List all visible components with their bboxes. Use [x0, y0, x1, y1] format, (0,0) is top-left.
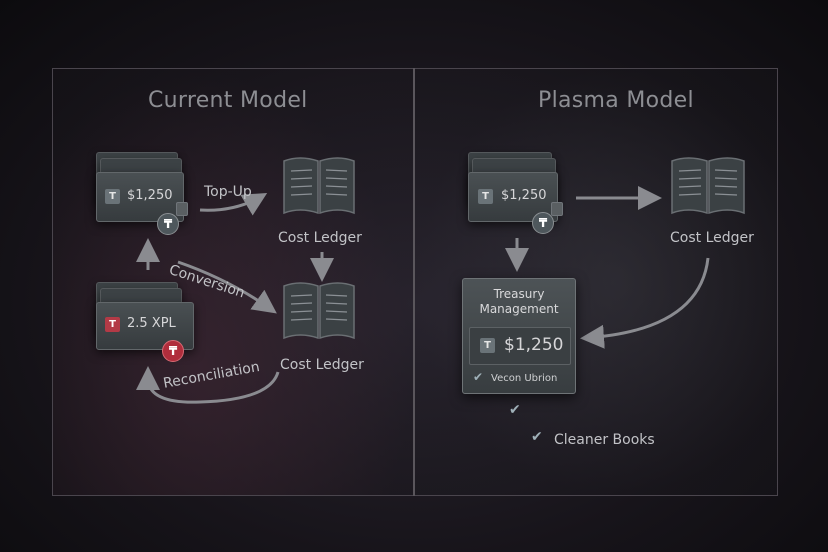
treasury-title-line2: Management — [463, 302, 575, 317]
cost-ledger-label-bottom: Cost Ledger — [280, 357, 364, 373]
topup-label: Top-Up — [204, 184, 252, 200]
cleaner-books-label: Cleaner Books — [554, 432, 655, 448]
check-icon: ✔ — [531, 429, 543, 445]
check-icon: ✔ — [473, 370, 483, 384]
treasury-footer-text: Vecon Ubrion — [491, 373, 557, 384]
treasury-management-box: Treasury Management T $1,250 ✔ Vecon Ubr… — [462, 278, 576, 394]
xpl-token-badge: T — [105, 317, 120, 332]
treasury-amount: $1,250 — [504, 335, 563, 355]
plasma-card-tab — [551, 202, 563, 216]
plasma-cost-ledger-book-icon — [668, 155, 748, 217]
plasma-token-badge: T — [478, 189, 493, 204]
cost-ledger-book-icon — [280, 155, 358, 217]
token-coin-icon: ₸ — [157, 213, 179, 235]
treasury-title-line1: Treasury — [463, 287, 575, 302]
balance-amount: $1,250 — [127, 188, 173, 203]
plasma-cost-ledger-label: Cost Ledger — [670, 230, 754, 246]
check-icon: ✔ — [509, 402, 521, 418]
xpl-amount: 2.5 XPL — [127, 316, 176, 331]
treasury-footer: ✔ Vecon Ubrion — [463, 365, 575, 393]
cost-ledger-book-icon — [280, 280, 358, 342]
treasury-title: Treasury Management — [463, 279, 575, 325]
treasury-token-badge: T — [480, 338, 495, 353]
treasury-balance-row: T $1,250 — [469, 327, 571, 365]
token-badge: T — [105, 189, 120, 204]
plasma-coin-icon: ₸ — [532, 212, 554, 234]
card-tab — [176, 202, 188, 216]
ledger-to-treasury-arrow — [586, 258, 708, 338]
plasma-balance-amount: $1,250 — [501, 188, 547, 203]
cost-ledger-label-top: Cost Ledger — [278, 230, 362, 246]
xpl-coin-icon: ₸ — [162, 340, 184, 362]
